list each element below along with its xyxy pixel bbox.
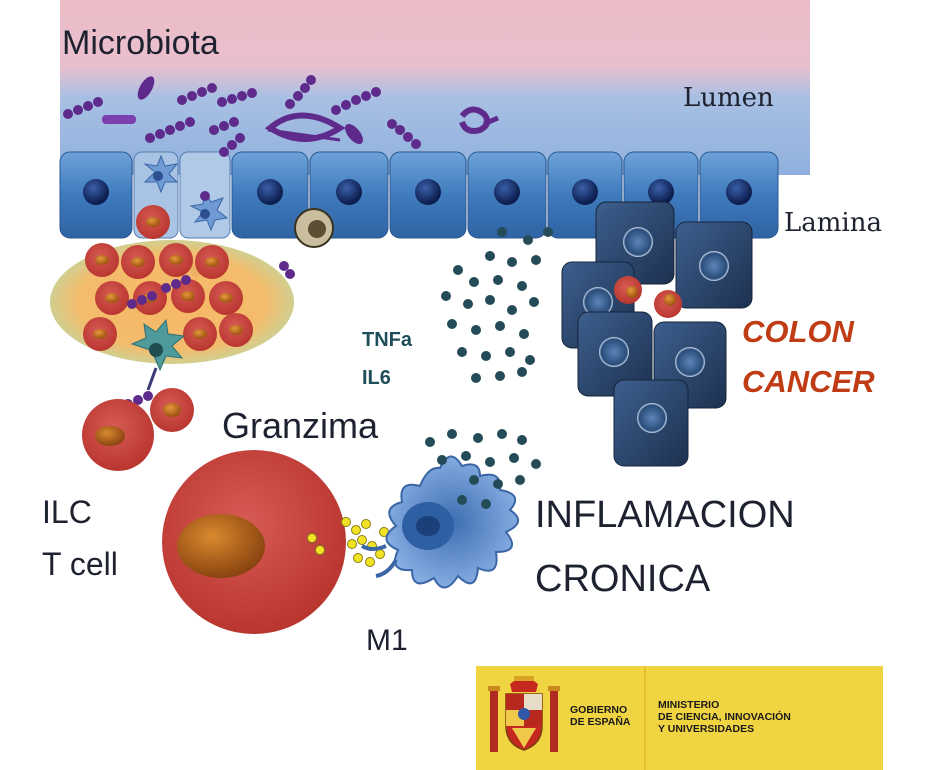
t-cell-icon (195, 245, 229, 279)
epithelial-cell-icon (389, 151, 467, 239)
lumen-label: Lumen (683, 83, 774, 113)
infiltrating-t-cell-icon (614, 276, 642, 304)
microbiota-label: Microbiota (62, 24, 219, 62)
t-cell-label: T cell (42, 546, 118, 582)
t-cell-icon (219, 313, 253, 347)
t-cell-icon (121, 245, 155, 279)
tumor-cluster (561, 201, 753, 467)
epithelial-cell-icon (699, 151, 779, 239)
tnfa-label: TNFa (362, 329, 412, 351)
bacteria-icon (331, 87, 381, 115)
il6-label: IL6 (362, 367, 391, 389)
ilc-cell (82, 388, 194, 471)
bacteria-cluster (63, 75, 499, 157)
granzima-label: Granzima (222, 405, 379, 446)
dendritic-cell-icon (143, 154, 179, 194)
lamina-label: Lamina (784, 208, 882, 238)
cytokine-cloud-upper (441, 227, 553, 383)
bacteria-icon (137, 76, 155, 100)
t-cell-icon (83, 317, 117, 351)
bacteria-icon (177, 83, 217, 105)
t-cell-icon (95, 281, 129, 315)
cytokine-cloud-lower (425, 429, 541, 509)
t-cell-icon (162, 450, 346, 634)
epithelial-cell-icon (231, 151, 309, 239)
t-cell-icon (183, 317, 217, 351)
bacteria-icon (63, 97, 103, 119)
bacteria-icon (345, 124, 363, 144)
tumor-cell-icon (675, 221, 753, 309)
bacteria-icon (145, 117, 195, 143)
bacteria-icon (217, 88, 257, 107)
t-cell-icon (209, 281, 243, 315)
ministerio-text: MINISTERIO DE CIENCIA, INNOVACIÓN Y UNIV… (658, 699, 791, 735)
epithelial-cell-icon (59, 151, 133, 239)
epithelial-cell-icon (467, 151, 547, 239)
bacteria-icon (387, 119, 421, 149)
gobierno-text: GOBIERNO DE ESPAÑA (570, 704, 631, 728)
connector-line (146, 367, 158, 391)
bacteria-icon (102, 115, 136, 124)
granular-cell-icon (294, 208, 334, 248)
coat-of-arms-icon (488, 676, 560, 752)
t-cell-icon (159, 243, 193, 277)
dendritic-cell-icon (130, 318, 186, 372)
tumor-cell-icon (577, 311, 653, 397)
aggregate-cells (83, 205, 253, 351)
granzyme-granules (307, 517, 389, 567)
government-logo: GOBIERNO DE ESPAÑA MINISTERIO DE CIENCIA… (476, 666, 883, 770)
bacteria-icon (483, 115, 499, 127)
aggregate-bacteria (127, 275, 191, 309)
t-cell-icon (85, 243, 119, 277)
colon-cancer-label-line2: CANCER (742, 364, 875, 399)
bacteria-icon (219, 133, 245, 157)
logo-divider (644, 666, 646, 770)
t-cell-icon (136, 205, 170, 239)
lumen-background (60, 0, 810, 175)
ilc-label: ILC (42, 494, 92, 530)
macrophage-icon (360, 455, 519, 589)
bacteria-icon (209, 117, 239, 135)
bacteria-icon (267, 128, 341, 142)
m1-label: M1 (366, 624, 408, 657)
epithelial-layer (59, 151, 779, 239)
inflamacion-label-line2: CRONICA (535, 558, 711, 600)
infiltrating-t-cell-icon (654, 290, 682, 318)
tumor-cell-icon (613, 379, 689, 467)
inflamacion-label-line1: INFLAMACION (535, 494, 795, 536)
bacteria-icon (285, 75, 316, 109)
colon-cancer-label-line1: COLON (742, 314, 854, 349)
dendritic-cell-icon (189, 190, 229, 232)
bacteria-icon (264, 112, 346, 142)
